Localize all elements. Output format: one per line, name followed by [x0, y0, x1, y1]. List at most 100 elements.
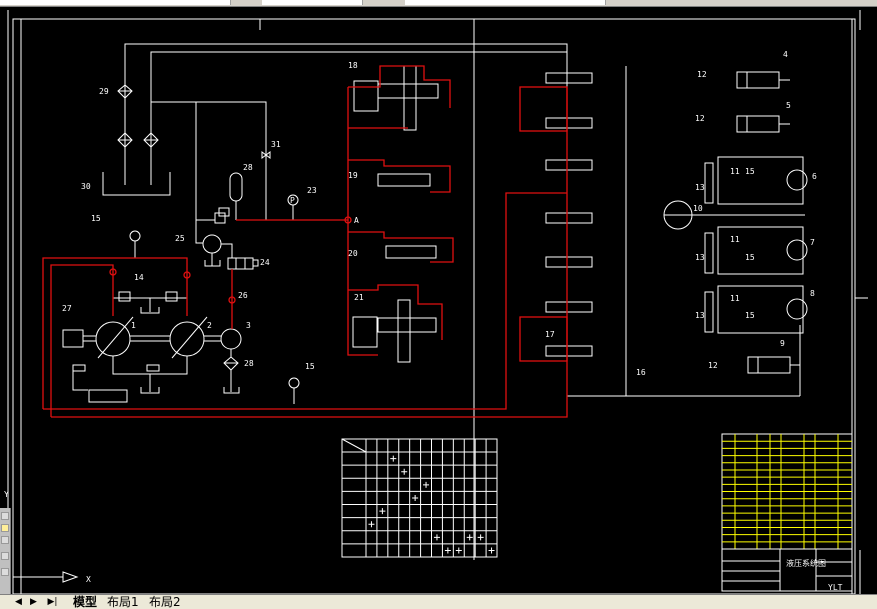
- menu-strip: [0, 0, 877, 7]
- table-mark: [379, 508, 386, 515]
- table-mark: [390, 455, 397, 462]
- table-mark: [401, 468, 408, 475]
- callout-21: 21: [354, 293, 364, 302]
- callout-7: 7: [810, 238, 815, 247]
- tool-button[interactable]: [1, 568, 9, 576]
- callout-28: 28: [243, 163, 253, 172]
- callout-25: 25: [175, 234, 185, 243]
- motor-circuit-8: [717, 285, 804, 334]
- filter: [117, 132, 133, 148]
- accumulator: [229, 172, 243, 202]
- table-mark: [477, 534, 484, 541]
- valve-21: [377, 317, 437, 333]
- callout-11c: 11: [730, 294, 740, 303]
- motor-circuit-7: [717, 226, 804, 275]
- ucs-x-label: X: [86, 575, 91, 584]
- first-tab-button[interactable]: ◀: [15, 597, 22, 607]
- table-mark: [466, 534, 473, 541]
- callout-9: 9: [780, 339, 785, 348]
- motor-7: [786, 239, 808, 261]
- callout-14: 14: [134, 273, 144, 282]
- toolbar-segment: [262, 0, 363, 5]
- motor-box: [62, 329, 84, 348]
- tool-button[interactable]: [1, 524, 9, 532]
- callout-17: 17: [545, 330, 555, 339]
- table-mark: [412, 494, 419, 501]
- valve-24: [227, 257, 254, 270]
- callout-26: 26: [238, 291, 248, 300]
- callout-28b: 28: [244, 359, 254, 368]
- callout-24: 24: [260, 258, 270, 267]
- callout-13c: 13: [695, 311, 705, 320]
- callout-15c: 15: [745, 167, 755, 176]
- filter: [143, 132, 159, 148]
- callout-27: 27: [62, 304, 72, 313]
- layout-tab-bar: ◀ ▶ ▶| 模型 布局1 布局2: [0, 594, 877, 609]
- gauge: [129, 230, 141, 242]
- tab-layout2[interactable]: 布局2: [149, 595, 181, 609]
- pump-3: [220, 328, 242, 350]
- toolbar-segment: [0, 0, 231, 5]
- sheet-border-inner: [20, 18, 853, 594]
- tank-30: [102, 172, 171, 196]
- table-mark: [455, 547, 462, 554]
- valve-20: [385, 245, 437, 259]
- callout-30: 30: [81, 182, 91, 191]
- callout-6: 6: [812, 172, 817, 181]
- callout-16: 16: [636, 368, 646, 377]
- table-mark: [433, 534, 440, 541]
- callout-4: 4: [783, 50, 788, 59]
- motor-25: [202, 234, 222, 254]
- callout-19: 19: [348, 171, 358, 180]
- table-mark: [423, 481, 430, 488]
- callout-29: 29: [99, 87, 109, 96]
- ucs-y-label: Y: [4, 490, 9, 499]
- cylinder-9: [747, 356, 791, 374]
- toolbar-segment: [405, 0, 606, 5]
- motor-8: [786, 298, 808, 320]
- callout-23: 23: [307, 186, 317, 195]
- callout-15e: 15: [745, 311, 755, 320]
- motor-circuit-6: [717, 156, 804, 205]
- prev-tab-button[interactable]: ▶: [30, 597, 37, 607]
- callout-5: 5: [786, 101, 791, 110]
- pressure-lines: [42, 65, 568, 418]
- drawing-name: 液压系统图: [786, 558, 826, 568]
- valve-19: [377, 173, 431, 187]
- tab-model[interactable]: 模型: [73, 595, 98, 609]
- callout-15: 15: [91, 214, 101, 223]
- tool-button[interactable]: [1, 552, 9, 560]
- callout-3: 3: [246, 321, 251, 330]
- callouts: 29 30 15 31 28 23 25 14 27 1 2 3 24 26 2…: [62, 50, 817, 377]
- directional-valves: [545, 72, 593, 357]
- parts-list: [721, 433, 853, 550]
- tool-button[interactable]: [1, 536, 9, 544]
- callout-18: 18: [348, 61, 358, 70]
- drawing-canvas[interactable]: 液压系统图 YLT X Y 29 30 15 31 28 23 25 14 27…: [0, 7, 877, 594]
- tool-palette[interactable]: [0, 508, 11, 594]
- callout-A: A: [354, 216, 359, 225]
- callout-2: 2: [207, 321, 212, 330]
- callout-20: 20: [348, 249, 358, 258]
- callout-15b: 15: [305, 362, 315, 371]
- callout-13b: 13: [695, 253, 705, 262]
- callout-15d: 15: [745, 253, 755, 262]
- callout-1: 1: [131, 321, 136, 330]
- table-mark: [488, 547, 495, 554]
- table-mark: [368, 521, 375, 528]
- tab-layout1[interactable]: 布局1: [107, 595, 139, 609]
- ucs-icon: [12, 500, 79, 583]
- tool-button[interactable]: [1, 512, 9, 520]
- callout-13a: 13: [695, 183, 705, 192]
- valve-31: [261, 151, 271, 159]
- gauge-label: P: [290, 196, 295, 205]
- callout-8: 8: [810, 289, 815, 298]
- callout-11b: 11: [730, 235, 740, 244]
- callout-31: 31: [271, 140, 281, 149]
- callout-12a: 12: [697, 70, 707, 79]
- last-tab-button[interactable]: ▶|: [47, 597, 58, 607]
- callout-10: 10: [693, 204, 703, 213]
- table-mark: [444, 547, 451, 554]
- valve-18: [377, 83, 439, 99]
- gauge-15: [288, 377, 300, 389]
